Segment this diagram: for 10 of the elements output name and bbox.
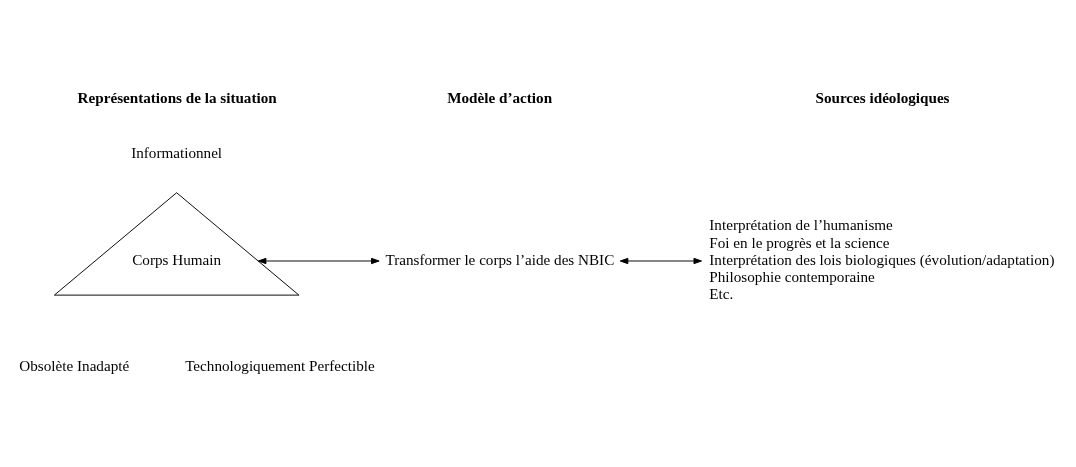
- node-text: Interprétation de l’humanisme Foi en le progrès et la science Interprétation des lois biologiques (évolution/adaptation) Philosophie contemporaine Etc.: [709, 216, 1055, 302]
- node-text: Transformer le corps l’aide des NBIC: [385, 250, 615, 268]
- node-label: Technologiquement Perfectible: [185, 356, 375, 374]
- arrow: [257, 257, 380, 265]
- node-label: Obsolète Inadapté: [19, 356, 130, 374]
- node-label: Informationnel: [131, 144, 223, 162]
- label: Représentations de la situation: [77, 88, 277, 106]
- label: Modèle d’action: [447, 88, 553, 106]
- arrow: [619, 257, 702, 265]
- label: Sources idéologiques: [815, 88, 950, 106]
